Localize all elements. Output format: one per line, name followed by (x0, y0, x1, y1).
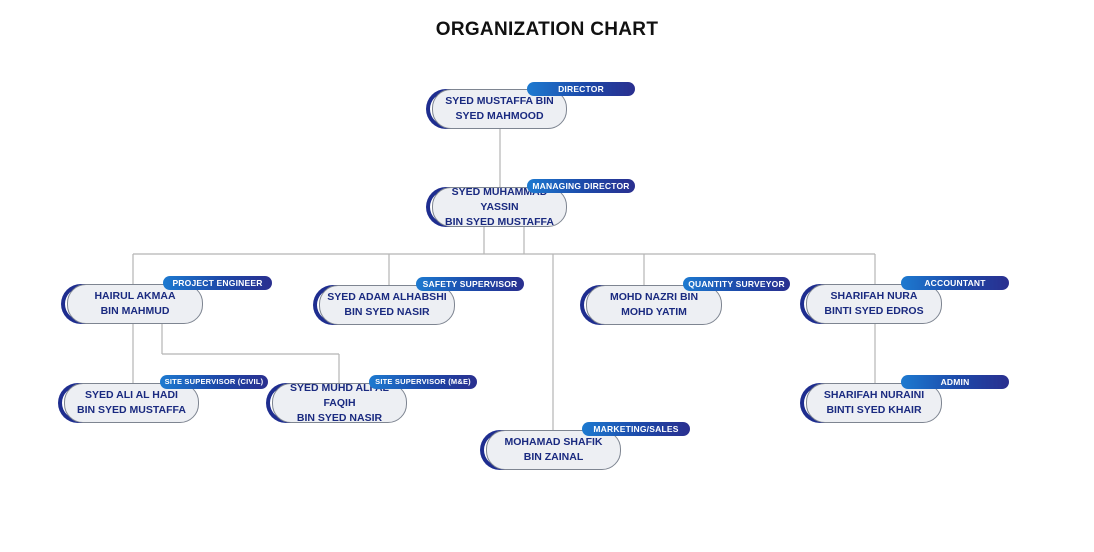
node-project-engineer: HAIRUL AKMAA BIN MAHMUD (61, 284, 203, 324)
node-managing-director: SYED MUHAMMAD YASSIN BIN SYED MUSTAFFA (426, 185, 567, 228)
person-name: SYED MUSTAFFA BIN SYED MAHMOOD (445, 95, 554, 122)
node-site-supervisor-civil: SYED ALI AL HADI BIN SYED MUSTAFFA (58, 383, 199, 423)
person-name: HAIRUL AKMAA BIN MAHMUD (94, 290, 176, 317)
node-card: SHARIFAH NURA BINTI SYED EDROS (806, 284, 942, 324)
person-name: SYED MUHAMMAD YASSIN BIN SYED MUSTAFFA (445, 185, 554, 228)
node-card: MOHD NAZRI BIN MOHD YATIM (586, 285, 722, 325)
node-card: SHARIFAH NURAINI BINTI SYED KHAIR (806, 383, 942, 423)
node-card: SYED ADAM ALHABSHI BIN SYED NASIR (319, 285, 455, 325)
person-name: SYED MUHD ALI AL FAQIH BIN SYED NASIR (290, 381, 389, 424)
node-site-supervisor-me: SYED MUHD ALI AL FAQIH BIN SYED NASIR (266, 381, 407, 424)
role-badge-managing-director: MANAGING DIRECTOR (527, 179, 635, 193)
role-badge-admin: ADMIN (901, 375, 1009, 389)
role-badge-site-supervisor-civil: SITE SUPERVISOR (CIVIL) (160, 375, 268, 389)
role-badge-director: DIRECTOR (527, 82, 635, 96)
node-marketing-sales: MOHAMAD SHAFIK BIN ZAINAL (480, 430, 621, 470)
role-badge-quantity-surveyor: QUANTITY SURVEYOR (683, 277, 790, 291)
person-name: SHARIFAH NURAINI BINTI SYED KHAIR (823, 389, 925, 416)
role-badge-safety-supervisor: SAFETY SUPERVISOR (416, 277, 524, 291)
node-safety-supervisor: SYED ADAM ALHABSHI BIN SYED NASIR (313, 285, 455, 325)
node-card: SYED MUHAMMAD YASSIN BIN SYED MUSTAFFA (432, 185, 567, 228)
person-name: SHARIFAH NURA BINTI SYED EDROS (824, 290, 924, 317)
node-accountant: SHARIFAH NURA BINTI SYED EDROS (800, 284, 942, 324)
node-card: HAIRUL AKMAA BIN MAHMUD (67, 284, 203, 324)
person-name: SYED ALI AL HADI BIN SYED MUSTAFFA (77, 389, 186, 416)
chart-title: ORGANIZATION CHART (435, 19, 659, 40)
node-admin: SHARIFAH NURAINI BINTI SYED KHAIR (800, 383, 942, 423)
node-card: SYED MUHD ALI AL FAQIH BIN SYED NASIR (272, 381, 407, 424)
role-badge-marketing-sales: MARKETING/SALES (582, 422, 690, 436)
role-badge-project-engineer: PROJECT ENGINEER (163, 276, 272, 290)
person-name: MOHAMAD SHAFIK BIN ZAINAL (504, 436, 603, 463)
node-card: MOHAMAD SHAFIK BIN ZAINAL (486, 430, 621, 470)
node-card: SYED ALI AL HADI BIN SYED MUSTAFFA (64, 383, 199, 423)
person-name: SYED ADAM ALHABSHI BIN SYED NASIR (327, 291, 447, 318)
node-quantity-surveyor: MOHD NAZRI BIN MOHD YATIM (580, 285, 722, 325)
role-badge-site-supervisor-me: SITE SUPERVISOR (M&E) (369, 375, 477, 389)
person-name: MOHD NAZRI BIN MOHD YATIM (609, 291, 699, 318)
role-badge-accountant: ACCOUNTANT (901, 276, 1009, 290)
